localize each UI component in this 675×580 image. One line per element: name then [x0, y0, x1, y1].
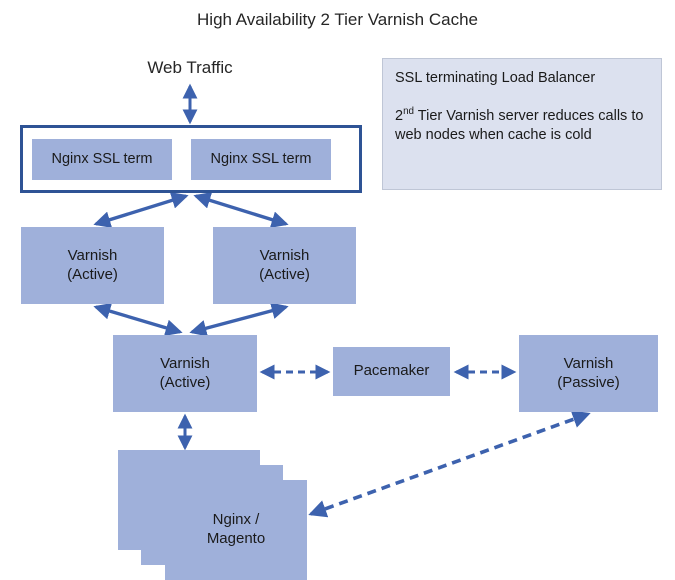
arrow-ssl-to-varnish-active-2: [193, 192, 289, 228]
connector-layer: [93, 83, 591, 518]
legend-line-2-superscript: nd: [403, 105, 415, 117]
page-title: High Availability 2 Tier Varnish Cache: [197, 10, 478, 29]
node-varnish-active-3[interactable]: Varnish (Active): [113, 335, 257, 412]
web-traffic-label: Web Traffic: [147, 58, 233, 77]
arrow-varnish-passive-to-web-nodes: [308, 410, 591, 518]
node-label: Pacemaker: [353, 362, 430, 380]
node-label: Nginx SSL term: [210, 151, 312, 168]
arrow-varnish-active-2-to-varnish-active-3: [189, 302, 289, 337]
node-varnish-active-1[interactable]: Varnish (Active): [21, 227, 164, 304]
legend-box: SSL terminating Load Balancer 2nd Tier V…: [382, 58, 662, 190]
legend-line-2-prefix: 2: [395, 107, 404, 124]
legend-line-2: 2nd Tier Varnish server reduces calls to…: [395, 105, 649, 146]
node-nginx-ssl-term-2[interactable]: Nginx SSL term: [191, 139, 331, 180]
arrow-varnish-active-1-to-varnish-active-3: [93, 302, 183, 337]
node-label: Nginx SSL term: [51, 151, 153, 168]
node-label: Nginx / Magento: [206, 511, 266, 547]
legend-line-2-rest: Tier Varnish server reduces calls to web…: [395, 107, 644, 143]
node-nginx-ssl-term-1[interactable]: Nginx SSL term: [32, 139, 172, 180]
node-varnish-active-2[interactable]: Varnish (Active): [213, 227, 356, 304]
node-web-node-front[interactable]: Nginx / Magento: [165, 480, 307, 580]
legend-line-1: SSL terminating Load Balancer: [395, 70, 596, 86]
node-label: Varnish (Active): [259, 246, 310, 283]
node-varnish-passive[interactable]: Varnish (Passive): [519, 335, 658, 412]
node-label: Varnish (Active): [159, 354, 211, 391]
node-pacemaker[interactable]: Pacemaker: [333, 347, 450, 396]
arrow-ssl-to-varnish-active-1: [93, 192, 189, 228]
node-label: Varnish (Active): [67, 246, 118, 283]
node-label: Varnish (Passive): [557, 354, 620, 391]
